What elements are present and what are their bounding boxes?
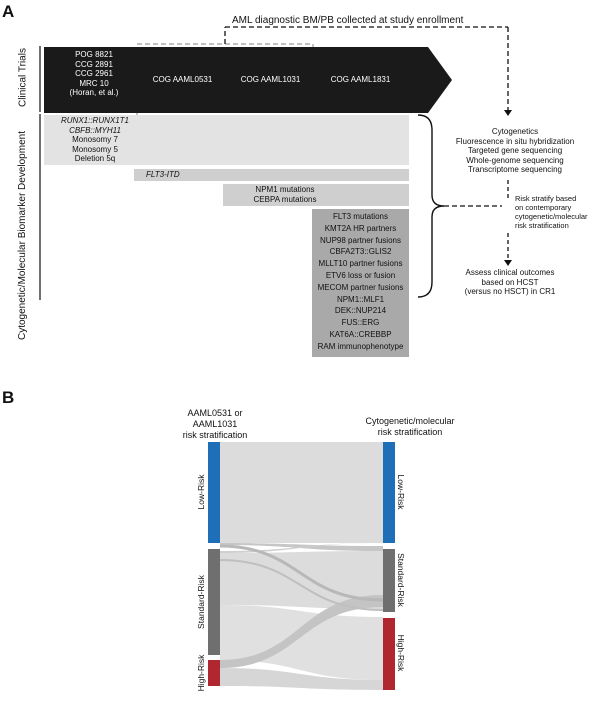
biomarker-item: Monosomy 7 [72,135,118,145]
biomarker-item: NPM1 mutations [255,185,315,194]
header-line: AAML0531 or [187,408,243,418]
biomarker-bar-early [44,115,409,165]
risk-stratify-line: Risk stratify based [515,194,577,203]
trial-aaml1031: COG AAML1031 [240,75,301,84]
biomarker-bar-early-text: RUNX1::RUNX1T1 CBFB::MYH11 Monosomy 7 Mo… [50,116,140,164]
outcome-line: Assess clinical outcomes [465,268,555,277]
risk-stratify-line: on contemporary [515,203,572,212]
biomarker-item: RAM immunophenotype [317,341,404,351]
biomarker-item: CBFB::MYH11 [69,125,121,135]
outcome-line: based on HCST [481,277,539,287]
trial-aaml0531: COG AAML0531 [152,75,213,84]
right-node-standard [383,549,395,612]
flow-high-to-standard [220,595,383,668]
left-node-high [208,660,220,686]
biomarker-item: CEBPA mutations [253,194,317,204]
panel-a-letter: A [2,2,15,21]
trial-aaml1831: COG AAML1831 [330,75,391,84]
right-node-low [383,442,395,543]
biomarker-item: DEK::NUP214 [334,306,387,316]
assay-item: Fluorescence in situ hybridization [455,136,575,146]
right-block-outcomes: Assess clinical outcomes based on HCST (… [445,268,575,297]
left-label-low: Low-Risk [196,474,206,510]
header-line: Cytogenetic/molecular [365,416,455,426]
header-line: AAML1031 [192,419,238,429]
biomarker-item: FLT3 mutations [333,212,388,221]
biomarker-item: Monosomy 5 [72,144,118,154]
biomarker-item: NPM1::MLF1 [336,294,385,304]
right-block-assays: Cytogenetics Fluorescence in situ hybrid… [440,127,590,175]
biomarker-item: CBFA2T3::GLIS2 [329,247,392,257]
flow-low-to-standard-line [219,544,384,602]
biomarker-bar-contemporary [312,209,409,357]
left-node-standard [208,549,220,655]
right-label-low: Low-Risk [396,474,406,510]
risk-stratify-line: risk stratification [515,221,569,230]
biomarker-item: MLLT10 partner fusions [318,259,403,269]
assay-item: Whole-genome sequencing [466,155,564,165]
assay-item: Transcriptome sequencing [468,165,562,175]
right-risk-header: Cytogenetic/molecular risk stratificatio… [350,416,470,438]
early-trial: CCG 2961 [75,69,113,78]
biomarker-bar-npm1-text: NPM1 mutations CEBPA mutations [230,185,340,204]
left-label-high: High-Risk [196,654,206,692]
right-block-risk-stratify: Risk stratify based on contemporary cyto… [515,194,600,230]
early-trial: MRC 10 [79,78,109,88]
biomarker-item: ETV6 loss or fusion [325,270,396,280]
biomarker-bar-flt3itd [134,169,409,181]
early-trial: CCG 2891 [75,59,113,69]
biomarker-bar-contemporary-text: FLT3 mutations KMT2A HR partners NUP98 p… [312,211,409,353]
header-line: risk stratification [377,427,443,437]
early-trial: (Horan, et al.) [69,88,119,97]
left-node-low [208,442,220,543]
biomarker-item: KMT2A HR partners [324,223,397,233]
biomarker-item: FLT3-ITD [146,170,180,179]
outcome-line: (versus no HSCT) in CR1 [464,287,556,297]
risk-stratify-line: cytogenetic/molecular [515,212,588,221]
flow-low-to-low [220,442,383,543]
right-node-high [383,618,395,690]
biomarker-item: NUP98 partner fusions [320,235,401,245]
flow-standard-to-standard-line [219,559,384,611]
left-risk-header: AAML0531 or AAML1031 risk stratification [170,408,260,441]
biomarker-item: FUS::ERG [341,318,380,328]
assay-item: Targeted gene sequencing [467,146,563,156]
flow-high-to-high [220,668,383,690]
panel-b-letter: B [2,388,15,407]
biomarker-item: MECOM partner fusions [317,282,404,292]
biomarker-item: RUNX1::RUNX1T1 [60,116,129,125]
assay-item: Cytogenetics [491,127,539,136]
early-trials-list: POG 8821 CCG 2891 CCG 2961 MRC 10 (Horan… [54,50,134,98]
clinical-trials-arrow [44,47,452,113]
biomarker-item: KAT6A::CREBBP [329,329,392,339]
right-label-high: High-Risk [396,634,406,672]
header-line: risk stratification [182,430,248,440]
sankey-diagram [208,442,395,690]
top-enrollment-label: AML diagnostic BM/PB collected at study … [232,15,464,26]
biomarker-item: Deletion 5q [74,154,116,164]
biomarker-bar-npm1-cebpa [223,184,409,206]
early-trial: POG 8821 [75,50,113,59]
